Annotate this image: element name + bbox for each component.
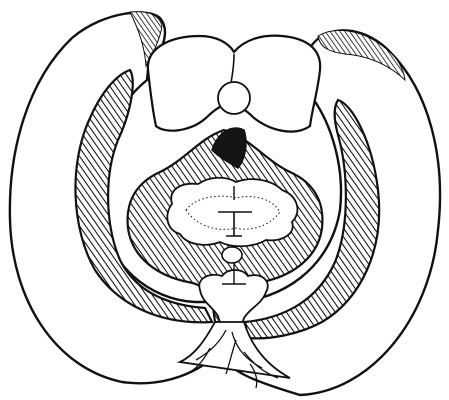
small-oval-node [222, 247, 242, 263]
small-round-body [218, 82, 250, 114]
